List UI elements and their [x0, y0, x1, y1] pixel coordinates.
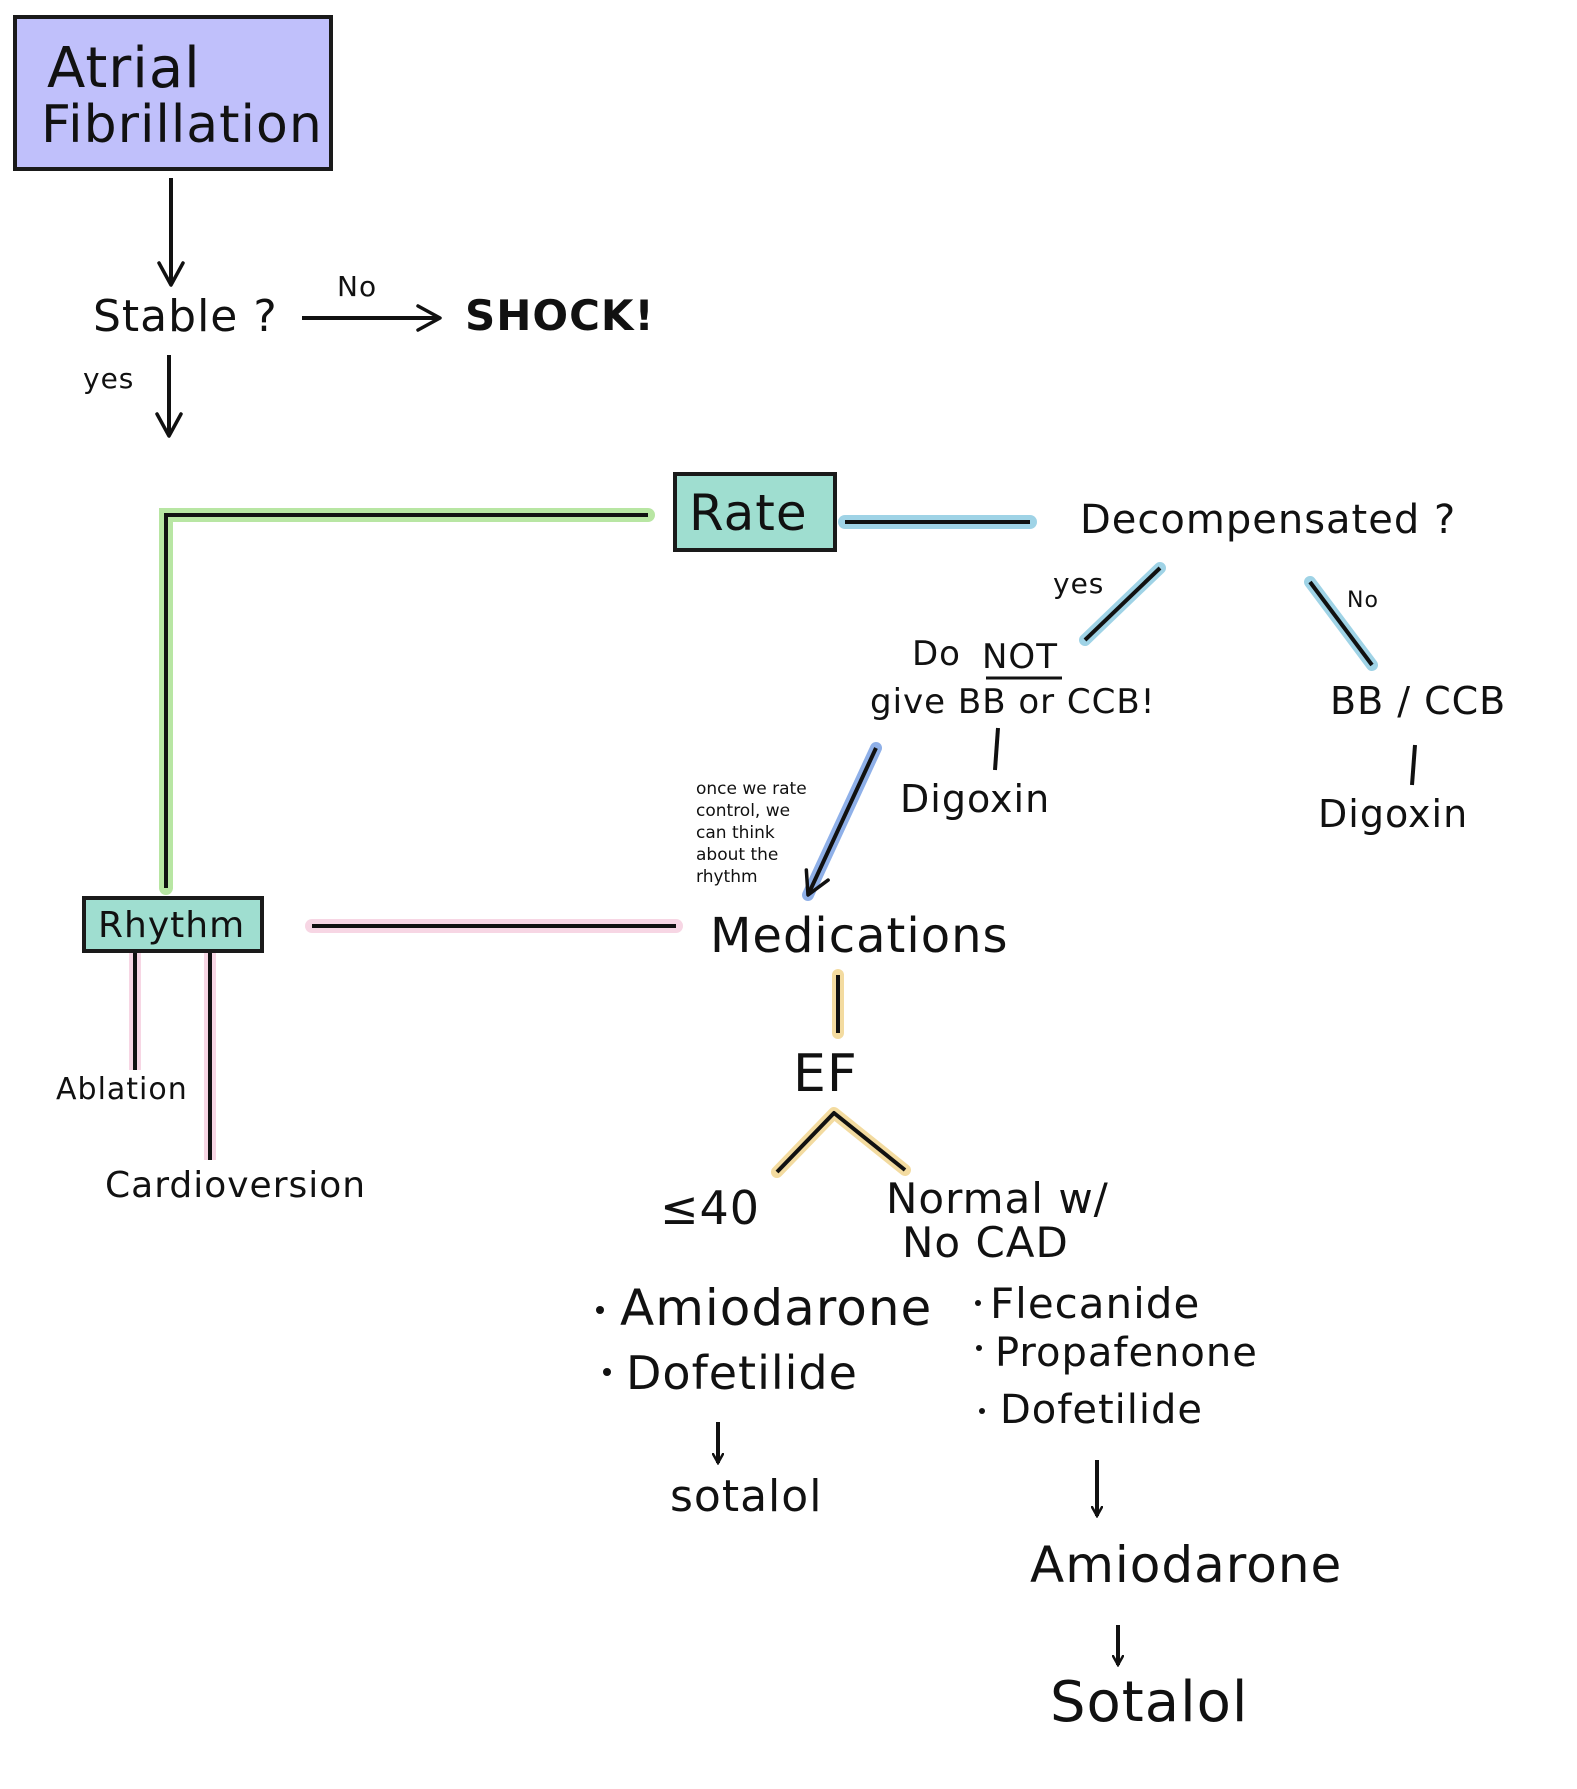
bullet-dot: [603, 1368, 611, 1376]
node-shock: SHOCK!: [465, 291, 655, 340]
node-stable: Stable ?: [93, 291, 278, 342]
note-line: control, we: [696, 801, 791, 821]
node-ablation: Ablation: [56, 1072, 188, 1107]
node-rate: Rate: [673, 472, 837, 552]
med-dofetilide: Dofetilide: [626, 1346, 858, 1400]
bullet-dot: [979, 1408, 985, 1414]
med-amiodarone-normal: Amiodarone: [1030, 1536, 1343, 1594]
line-decomp-yes: [1083, 566, 1162, 642]
line-decomp-no: [1308, 580, 1374, 667]
med-sotalol-normal: Sotalol: [1050, 1670, 1249, 1735]
note-line: about the: [696, 845, 779, 865]
node-normal-line-1: Normal w/: [886, 1174, 1109, 1223]
node-digoxin-left: Digoxin: [900, 777, 1051, 821]
note-line: rhythm: [696, 867, 758, 887]
node-low-ef: ≤40: [660, 1181, 761, 1235]
node-atrial-fibrillation: Atrial Fibrillation: [13, 15, 333, 171]
med-flecanide: Flecanide: [990, 1279, 1201, 1328]
node-bb-ccb: BB / CCB: [1330, 679, 1507, 723]
bullet-dot: [975, 1300, 981, 1306]
node-normal-line-2: No CAD: [902, 1218, 1069, 1267]
arrow-to-medications: [804, 747, 878, 897]
bullet-dot: [596, 1306, 604, 1314]
line-rate-to-rhythm: [164, 513, 648, 888]
note-rate-control: once we rate control, we can think about…: [696, 778, 846, 888]
line-donot-to-digoxin: [993, 727, 1000, 771]
edge-label-decomp-yes: yes: [1053, 567, 1105, 600]
edge-label-decomp-no: No: [1347, 588, 1379, 613]
line-rate-to-rhythm-highlight: [159, 508, 655, 895]
med-dofetilide-normal: Dofetilide: [1000, 1387, 1203, 1433]
node-do-not-word2: NOT: [982, 637, 1058, 677]
node-do-not-word1: Do: [912, 634, 961, 674]
node-rhythm: Rhythm: [82, 896, 264, 953]
node-do-not-line2: give BB or CCB!: [870, 682, 1156, 722]
node-medications: Medications: [710, 908, 1009, 964]
node-decompensated: Decompensated ?: [1080, 497, 1457, 543]
node-digoxin-right: Digoxin: [1318, 792, 1469, 836]
med-propafenone: Propafenone: [995, 1330, 1258, 1376]
note-line: can think: [696, 823, 775, 843]
node-ef: EF: [793, 1044, 858, 1104]
note-line: once we rate: [696, 779, 807, 799]
med-sotalol-low: sotalol: [670, 1471, 823, 1522]
line-ef-split-highlight: [771, 1107, 911, 1178]
line-bbccb-to-digoxin: [1410, 744, 1417, 786]
edge-label-yes: yes: [83, 362, 135, 395]
title-line-1: Atrial: [47, 36, 201, 101]
edge-label-no: No: [337, 270, 378, 303]
bullet-dot: [976, 1345, 982, 1351]
rate-label: Rate: [689, 484, 808, 542]
title-line-2: Fibrillation: [41, 95, 323, 155]
node-cardioversion: Cardioversion: [105, 1165, 367, 1206]
med-amiodarone: Amiodarone: [620, 1279, 933, 1337]
rhythm-label: Rhythm: [98, 905, 246, 946]
line-ef-split: [775, 1111, 907, 1174]
